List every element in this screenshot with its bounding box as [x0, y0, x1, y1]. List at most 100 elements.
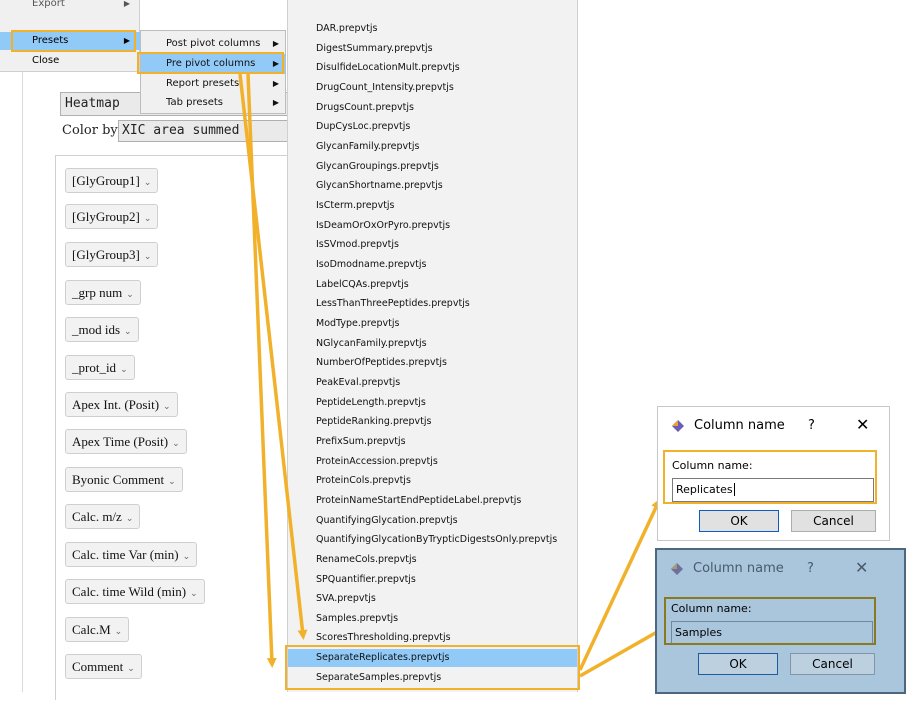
field-button[interactable]: Calc.M⌄ [65, 617, 130, 642]
column-name-input[interactable]: Samples [671, 621, 873, 645]
menu-item-export[interactable]: Export ▶ [0, 0, 140, 13]
fields-area [55, 155, 295, 700]
file-item[interactable]: QuantifyingGlycationByTrypticDigestsOnly… [316, 534, 558, 545]
file-item[interactable]: DAR.prepvtjs [316, 23, 378, 34]
chevron-down-icon: ⌄ [120, 364, 128, 374]
file-item[interactable]: PeptideRanking.prepvtjs [316, 416, 432, 427]
field-button[interactable]: Apex Int. (Posit)⌄ [65, 392, 178, 417]
help-button[interactable]: ? [808, 418, 815, 433]
column-name-value: Samples [675, 626, 722, 639]
submenu-item-post-pivot[interactable]: Post pivot columns ▶ [141, 34, 285, 54]
field-button[interactable]: [GlyGroup3]⌄ [65, 242, 159, 267]
chevron-down-icon: ⌄ [127, 663, 135, 673]
column-name-dialog-samples: Column name ? ✕ Column name: Samples OK … [655, 548, 906, 694]
field-button[interactable]: Byonic Comment⌄ [65, 467, 183, 492]
file-item[interactable]: PeptideLength.prepvtjs [316, 397, 426, 408]
file-item[interactable]: RenameCols.prepvtjs [316, 554, 417, 565]
file-item[interactable]: QuantifyingGlycation.prepvtjs [316, 515, 458, 526]
chevron-right-icon: ▶ [272, 79, 279, 88]
file-item[interactable]: ProteinCols.prepvtjs [316, 475, 411, 486]
file-item[interactable]: DigestSummary.prepvtjs [316, 43, 433, 54]
file-item[interactable]: IsDeamOrOxOrPyro.prepvtjs [316, 220, 451, 231]
field-button[interactable]: [GlyGroup2]⌄ [65, 204, 159, 229]
file-item[interactable]: DrugCount_Intensity.prepvtjs [316, 82, 454, 93]
file-item[interactable]: NGlycanFamily.prepvtjs [316, 338, 427, 349]
file-item[interactable]: ScoresThresholding.prepvtjs [316, 632, 451, 643]
panel-divider [22, 72, 23, 692]
callout-presets [11, 30, 136, 52]
file-item[interactable]: Samples.prepvtjs [316, 613, 399, 624]
field-label: Apex Int. (Posit) [72, 397, 160, 412]
menu-item-presets[interactable]: Presets ▶ [0, 32, 140, 50]
file-item[interactable]: PeakEval.prepvtjs [316, 377, 401, 388]
file-item[interactable]: GlycanShortname.prepvtjs [316, 180, 443, 191]
cancel-button[interactable]: Cancel [791, 510, 876, 532]
submenu-item-tab-presets[interactable]: Tab presets ▶ [141, 93, 285, 113]
field-button[interactable]: Comment⌄ [65, 654, 142, 679]
dialog-title: Column name [694, 418, 785, 433]
submenu-item-pre-pivot[interactable]: Pre pivot columns ▶ [141, 54, 285, 74]
submenu-item-report-presets[interactable]: Report presets ▶ [141, 74, 285, 94]
field-button[interactable]: _grp num⌄ [65, 280, 141, 305]
file-item[interactable]: ProteinNameStartEndPeptideLabel.prepvtjs [316, 495, 522, 506]
field-button[interactable]: Calc. time Wild (min)⌄ [65, 579, 205, 604]
submenu-item-post-pivot-label: Post pivot columns [166, 38, 261, 49]
field-button[interactable]: [GlyGroup1]⌄ [65, 168, 159, 193]
field-button[interactable]: Apex Time (Posit)⌄ [65, 429, 187, 454]
close-button[interactable]: ✕ [855, 558, 869, 577]
chevron-right-icon: ▶ [272, 59, 279, 68]
field-button[interactable]: _mod ids⌄ [65, 317, 139, 342]
file-item[interactable]: LessThanThreePeptides.prepvtjs [316, 298, 470, 309]
app-icon [672, 420, 684, 432]
file-item[interactable]: ModType.prepvtjs [316, 318, 400, 329]
column-name-input[interactable]: Replicates [672, 478, 874, 502]
help-button[interactable]: ? [807, 561, 814, 576]
field-button[interactable]: _prot_id⌄ [65, 355, 135, 380]
file-item[interactable]: SPQuantifier.prepvtjs [316, 574, 416, 585]
arrow-to-separate [246, 73, 277, 668]
field-label: _mod ids [72, 322, 121, 337]
file-item[interactable]: ProteinAccession.prepvtjs [316, 456, 438, 467]
cancel-button[interactable]: Cancel [790, 653, 875, 675]
file-item-selected[interactable]: SeparateReplicates.prepvtjs [288, 649, 577, 667]
submenu-item-pre-pivot-label: Pre pivot columns [166, 58, 256, 69]
callout-pre-pivot [137, 52, 284, 74]
color-by-label: Color by: [62, 123, 123, 138]
chevron-right-icon: ▶ [272, 98, 279, 107]
file-item[interactable]: LabelCQAs.prepvtjs [316, 279, 409, 290]
field-label: _prot_id [72, 360, 117, 375]
menu-item-close[interactable]: Close [0, 52, 140, 70]
menu-item-close-label: Close [32, 55, 60, 66]
file-item[interactable]: GlycanFamily.prepvtjs [316, 141, 420, 152]
close-button[interactable]: ✕ [856, 415, 870, 434]
field-label: Calc.M [72, 622, 111, 637]
file-item[interactable]: DisulfideLocationMult.prepvtjs [316, 62, 460, 73]
chevron-right-icon: ▶ [272, 39, 279, 48]
callout-separate-files [285, 645, 580, 690]
field-button[interactable]: Calc. m/z⌄ [65, 504, 141, 529]
file-item[interactable]: GlycanGroupings.prepvtjs [316, 161, 439, 172]
file-item[interactable]: SeparateSamples.prepvtjs [316, 672, 442, 683]
file-item[interactable]: IsoDmodname.prepvtjs [316, 259, 427, 270]
ok-button[interactable]: OK [698, 653, 778, 675]
chevron-down-icon: ⌄ [168, 476, 176, 486]
file-item[interactable]: SVA.prepvtjs [316, 593, 376, 604]
file-item[interactable]: DrugsCount.prepvtjs [316, 102, 414, 113]
preset-file-list: DAR.prepvtjs DigestSummary.prepvtjs Disu… [287, 0, 578, 692]
file-item[interactable]: DupCysLoc.prepvtjs [316, 121, 411, 132]
view-mode-value: Heatmap [65, 96, 120, 111]
field-label: [GlyGroup1] [72, 173, 140, 188]
callout-samples-field [664, 597, 876, 645]
chevron-right-icon: ▶ [123, 0, 130, 8]
column-name-label: Column name: [672, 459, 753, 472]
arrow-to-samples-dialog [579, 625, 669, 678]
field-label: Calc. time Wild (min) [72, 584, 187, 599]
file-item[interactable]: PrefixSum.prepvtjs [316, 436, 406, 447]
ok-button[interactable]: OK [699, 510, 779, 532]
file-item[interactable]: NumberOfPeptides.prepvtjs [316, 357, 447, 368]
chevron-down-icon: ⌄ [143, 177, 152, 187]
file-item[interactable]: IsCterm.prepvtjs [316, 200, 395, 211]
field-button[interactable]: Calc. time Var (min)⌄ [65, 542, 198, 567]
file-item[interactable]: IsSVmod.prepvtjs [316, 239, 399, 250]
